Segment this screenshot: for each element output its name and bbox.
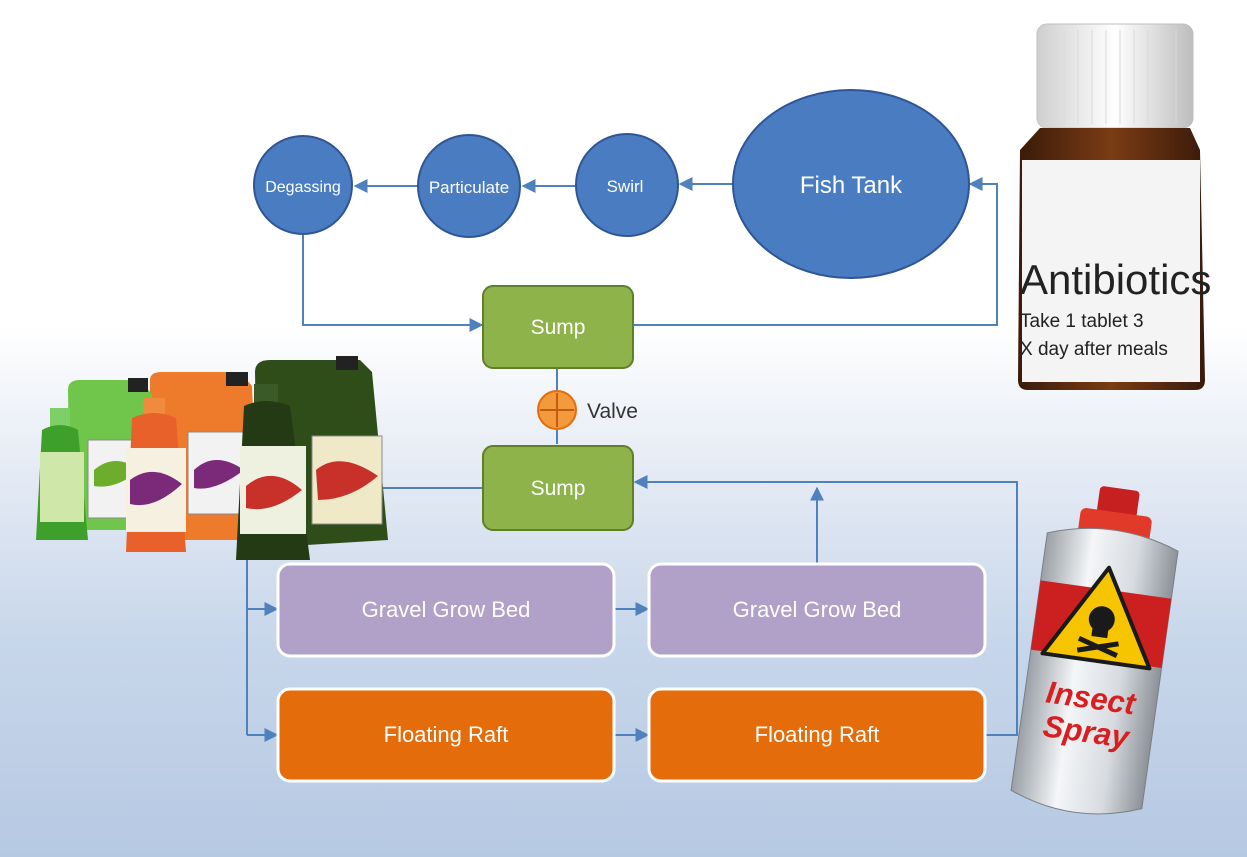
antibiotics-line-1: Take 1 tablet 3 [1020, 311, 1144, 332]
degassing-label: Degassing [265, 179, 341, 196]
connector-degassing-sump [302, 232, 484, 332]
particulate-label: Particulate [429, 178, 509, 197]
floating-raft-1: Floating Raft [276, 687, 616, 783]
fish-tank-node: Fish Tank [732, 89, 970, 279]
gravel-grow-bed-1-label: Gravel Grow Bed [362, 597, 531, 622]
connectors [246, 177, 1018, 742]
antibiotics-bottle-image: Antibiotics Take 1 tablet 3 X day after … [1018, 23, 1211, 390]
antibiotics-line-2: X day after meals [1020, 339, 1168, 360]
gravel-grow-bed-1: Gravel Grow Bed [276, 562, 616, 658]
fish-tank-label: Fish Tank [800, 172, 903, 199]
antibiotics-title: Antibiotics [1020, 256, 1211, 303]
degassing-node: Degassing [253, 135, 353, 235]
sump-top-node: Sump [482, 285, 634, 369]
sump-bottom-label: Sump [531, 477, 586, 500]
swirl-node: Swirl [575, 133, 679, 237]
particulate-node: Particulate [417, 134, 521, 238]
connector-sump-fishtank [633, 177, 998, 326]
floating-raft-2-label: Floating Raft [755, 722, 880, 747]
floating-raft-1-label: Floating Raft [384, 722, 509, 747]
valve-node: Valve [537, 390, 638, 430]
swirl-label: Swirl [607, 177, 644, 196]
gravel-grow-bed-2-label: Gravel Grow Bed [733, 597, 902, 622]
floating-raft-2: Floating Raft [647, 687, 987, 783]
valve-label: Valve [587, 400, 638, 423]
sump-bottom-node: Sump [482, 445, 634, 531]
gravel-grow-bed-2: Gravel Grow Bed [647, 562, 987, 658]
connector-raft-2-return [633, 475, 1018, 736]
insect-spray-image: Insect Spray [1010, 486, 1179, 815]
sump-top-label: Sump [531, 316, 586, 339]
nutrient-bottles-image [36, 356, 388, 560]
